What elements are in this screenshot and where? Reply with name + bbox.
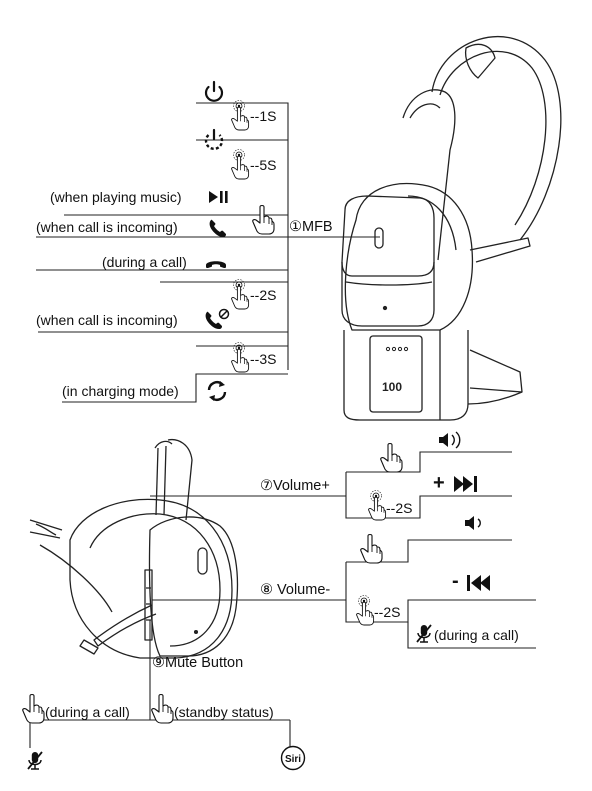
speaker-loud-icon: [439, 431, 461, 449]
finger-tap-icon: [151, 693, 174, 724]
reject-context: (when call is incoming): [36, 312, 178, 328]
previous-track-icon: [467, 575, 490, 591]
volume-up-button-label: ⑦Volume+: [260, 478, 330, 494]
finger-press-icon: [357, 596, 374, 626]
finger-tap-icon: [360, 533, 383, 564]
mic-muted-icon: [27, 751, 43, 770]
play-pause-context: (when playing music): [50, 189, 182, 205]
finger-press-icon: [232, 101, 249, 131]
pairing-duration: --3S: [250, 351, 277, 367]
finger-tap-icon: [380, 442, 403, 473]
play-pause-icon: [209, 191, 228, 203]
finger-tap-icon: [22, 693, 45, 724]
prev-track-duration: --2S: [374, 604, 401, 620]
phone-answer-icon: [209, 219, 226, 237]
mute-during-call-context: (during a call): [45, 704, 130, 720]
answer-context: (when call is incoming): [36, 219, 178, 235]
phone-hangup-icon: [206, 261, 226, 268]
next-track-symbol: +: [433, 472, 445, 494]
finger-tap-icon: [252, 204, 275, 235]
finger-press-icon: [232, 343, 249, 373]
power-icon: [204, 80, 224, 102]
mic-muted-icon: [416, 624, 432, 643]
pairing-icon: [207, 379, 227, 403]
mute-button-label: ⑨Mute Button: [152, 655, 244, 671]
phone-reject-icon: [205, 308, 230, 329]
hangup-context: (during a call): [102, 254, 187, 270]
siri-label: Siri: [285, 754, 301, 765]
headset-side-illustration: [29, 438, 239, 659]
volume-mute-context: (during a call): [434, 627, 519, 643]
next-track-icon: [454, 476, 477, 492]
power-on-duration: --1S: [250, 108, 277, 124]
reject-duration: --2S: [250, 287, 277, 303]
mute-standby-context: (standby status): [174, 704, 274, 720]
charging-context: (in charging mode): [62, 383, 179, 399]
finger-press-icon: [232, 280, 249, 310]
battery-readout: 100: [382, 380, 402, 394]
finger-press-icon: [369, 491, 386, 521]
prev-track-symbol: -: [452, 570, 459, 592]
finger-press-icon: [232, 150, 249, 180]
power-off-duration: --5S: [250, 157, 277, 173]
headset-front-illustration: [341, 35, 562, 421]
power-off-icon: [204, 128, 224, 151]
mfb-connector-lines: [36, 102, 380, 403]
volume-down-button-label: ⑧ Volume-: [260, 582, 331, 598]
speaker-quiet-icon: [465, 516, 481, 530]
mfb-button-label: ①MFB: [289, 219, 333, 235]
siri-icon: Siri: [280, 745, 306, 771]
next-track-duration: --2S: [386, 500, 413, 516]
